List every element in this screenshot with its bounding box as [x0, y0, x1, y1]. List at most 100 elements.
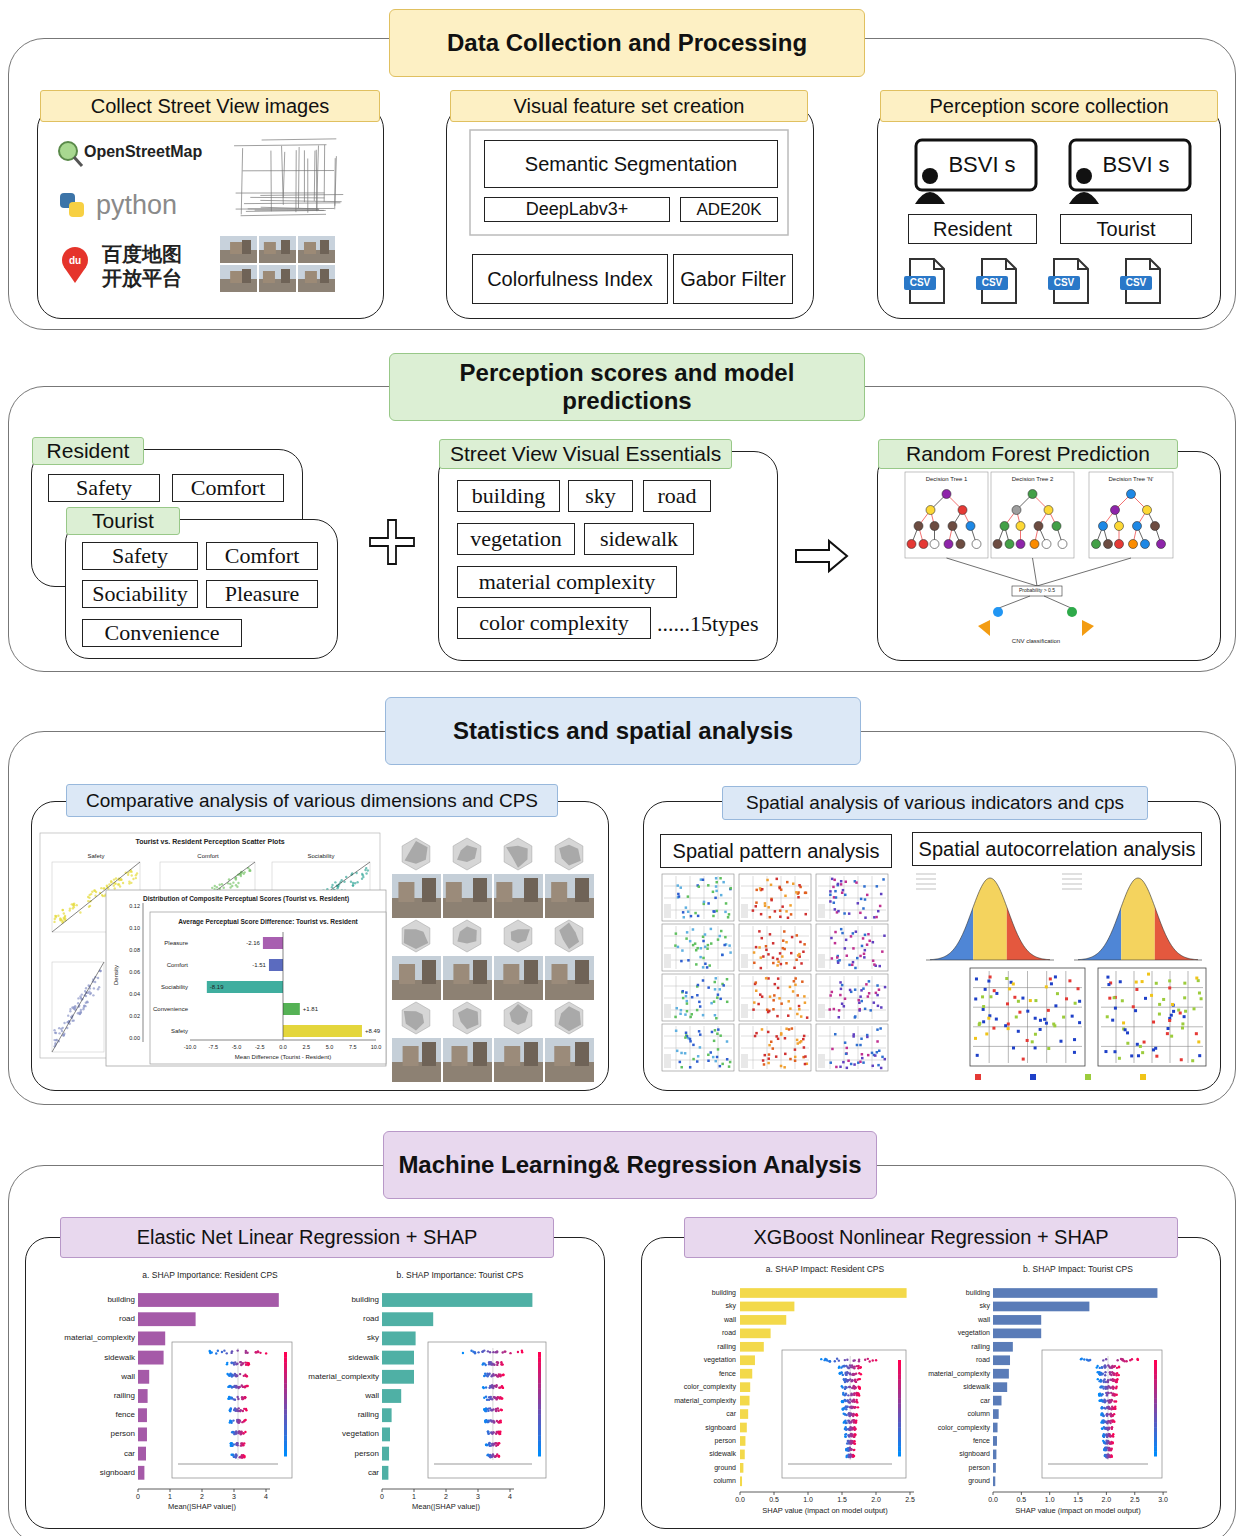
decision-tree — [1143, 506, 1152, 515]
pattern-map — [784, 895, 787, 898]
beeswarm-inset — [236, 1349, 238, 1351]
beeswarm-inset — [867, 1358, 869, 1360]
scatter-chart — [85, 987, 87, 989]
decision-tree — [1141, 540, 1150, 549]
decision-tree — [1033, 558, 1038, 586]
pattern-map — [689, 940, 692, 943]
pattern-map — [676, 926, 677, 969]
street-photo — [220, 236, 257, 263]
pattern-map — [684, 1052, 687, 1055]
pattern-map — [662, 974, 734, 1021]
beeswarm-inset — [521, 1350, 523, 1352]
cluster-map — [1052, 1023, 1055, 1026]
beeswarm-inset — [495, 1386, 497, 1388]
pattern-map — [838, 1009, 841, 1012]
decision-tree — [1058, 540, 1067, 549]
pattern-map — [801, 980, 804, 983]
beeswarm-inset — [782, 1350, 906, 1478]
cluster-map — [987, 980, 990, 983]
cluster-map — [1158, 1003, 1161, 1006]
beeswarm-inset — [247, 1362, 249, 1364]
cluster-map — [978, 1022, 981, 1025]
cluster-map — [1162, 998, 1165, 1001]
pattern-map — [726, 1058, 729, 1061]
cluster-map — [1200, 997, 1203, 1000]
pattern-map — [767, 1011, 770, 1014]
decision-tree — [907, 540, 916, 549]
pattern-map — [872, 1026, 873, 1069]
beeswarm-inset — [538, 1383, 541, 1389]
scatter-chart — [128, 880, 130, 882]
pattern-map — [716, 1056, 719, 1059]
scatter-chart — [101, 894, 103, 896]
decision-tree — [972, 540, 981, 549]
beeswarm-inset — [228, 1374, 230, 1376]
bar — [382, 1427, 390, 1441]
pattern-map — [679, 1061, 682, 1064]
cluster-map — [1168, 1019, 1171, 1022]
cluster-map — [1013, 996, 1016, 999]
pattern-map — [685, 991, 688, 994]
beeswarm-inset — [500, 1408, 502, 1410]
pattern-map — [760, 967, 763, 970]
pattern-map — [783, 948, 786, 951]
street-map — [243, 170, 335, 171]
beeswarm-inset — [236, 1375, 238, 1377]
beeswarm-inset — [241, 1456, 243, 1458]
scatter-chart — [97, 988, 99, 990]
pattern-map — [879, 1027, 882, 1030]
beeswarm-inset — [497, 1410, 499, 1412]
pattern-map — [697, 984, 700, 987]
beeswarm-inset — [240, 1431, 242, 1433]
street-photo — [281, 240, 290, 254]
scatter-chart — [131, 874, 133, 876]
pattern-map — [818, 1060, 886, 1061]
pattern-map — [847, 1060, 850, 1063]
scatter-chart — [71, 1006, 73, 1008]
cluster-map — [984, 988, 987, 991]
pattern-map — [692, 1058, 695, 1061]
bar — [138, 1331, 165, 1345]
scatter-chart — [132, 878, 134, 880]
beeswarm-inset — [238, 1421, 240, 1423]
beeswarm-inset — [259, 1352, 261, 1354]
cluster-map — [1152, 1048, 1155, 1051]
pattern-map — [850, 935, 853, 938]
pattern-map — [859, 1044, 862, 1047]
radar-chart — [510, 1004, 529, 1025]
cluster-map — [1017, 1030, 1020, 1033]
cluster-map — [993, 989, 996, 992]
beeswarm-inset — [284, 1425, 287, 1431]
beeswarm-inset — [840, 1371, 842, 1373]
beeswarm-inset — [239, 1386, 241, 1388]
pattern-map — [792, 882, 795, 885]
scatter-chart — [58, 1027, 60, 1029]
decision-tree — [1030, 540, 1039, 549]
bar — [740, 1409, 748, 1419]
beeswarm-inset — [481, 1351, 483, 1353]
pattern-map — [803, 995, 806, 998]
beeswarm-inset — [487, 1454, 489, 1456]
beeswarm-inset — [428, 1342, 546, 1478]
street-photo — [473, 878, 487, 902]
pattern-map — [881, 950, 884, 953]
pattern-map — [776, 964, 779, 967]
street-map — [241, 214, 326, 215]
pattern-map — [680, 1009, 683, 1012]
beeswarm-inset — [858, 1360, 860, 1362]
cluster-map — [1006, 1002, 1009, 1005]
pattern-map — [686, 1000, 689, 1003]
bar — [740, 1436, 745, 1446]
pattern-map — [696, 947, 699, 950]
beeswarm-inset — [245, 1385, 247, 1387]
pattern-map — [850, 1063, 853, 1066]
cluster-map — [1135, 981, 1138, 984]
beeswarm-inset — [247, 1364, 249, 1366]
decision-tree — [956, 540, 965, 549]
street-photo — [264, 242, 276, 254]
beeswarm-inset — [240, 1444, 242, 1446]
pattern-map — [687, 910, 690, 913]
pattern-map — [702, 957, 705, 960]
pattern-map — [876, 885, 879, 888]
cluster-map — [1113, 1050, 1116, 1053]
